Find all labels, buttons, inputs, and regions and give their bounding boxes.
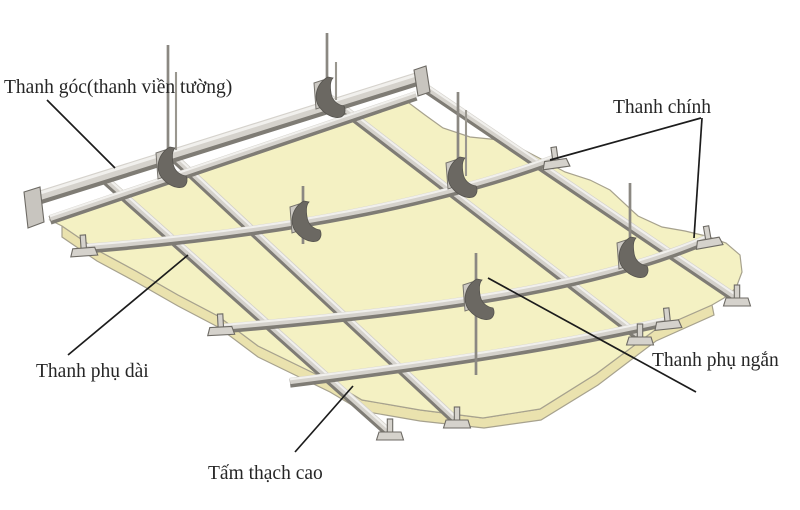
- leader-line-main-bar-b: [693, 117, 703, 239]
- label-short-cross-bar: Thanh phụ ngắn: [652, 350, 779, 371]
- leader-line-gypsum-board: [294, 385, 354, 453]
- main-bar-upper: [82, 155, 555, 254]
- leader-line-corner-bar: [46, 99, 116, 169]
- cross-bar-4: [425, 85, 738, 302]
- wall-inner-rail: [48, 91, 418, 225]
- label-gypsum-board: Tấm thạch cao: [208, 463, 323, 484]
- cross-bar-2: [167, 150, 459, 424]
- main-bar-lower: [219, 235, 708, 334]
- bar-end-cap: [539, 144, 571, 171]
- label-corner-bar: Thanh góc(thanh viền tường): [4, 77, 232, 98]
- leader-line-long-cross-bar: [67, 254, 189, 356]
- hanger-3: [445, 92, 478, 199]
- label-long-cross-bar: Thanh phụ dài: [36, 361, 149, 382]
- cross-bar-1: [100, 173, 391, 436]
- hanger-1: [155, 45, 188, 189]
- wall-angle-end-right: [413, 65, 431, 97]
- hanger-6: [462, 253, 495, 375]
- hanger-2: [313, 33, 346, 119]
- wall-angle-end-plate: [23, 186, 45, 229]
- hanger-4: [289, 186, 322, 244]
- main-bar-near: [289, 316, 667, 388]
- leader-line-main-bar-a: [549, 117, 702, 161]
- leader-line-short-cross-bar: [487, 277, 697, 393]
- cross-bar-3: [327, 94, 641, 340]
- label-main-bar: Thanh chính: [613, 97, 711, 118]
- wall-angle-bar: [26, 71, 422, 208]
- hanger-5: [616, 183, 649, 279]
